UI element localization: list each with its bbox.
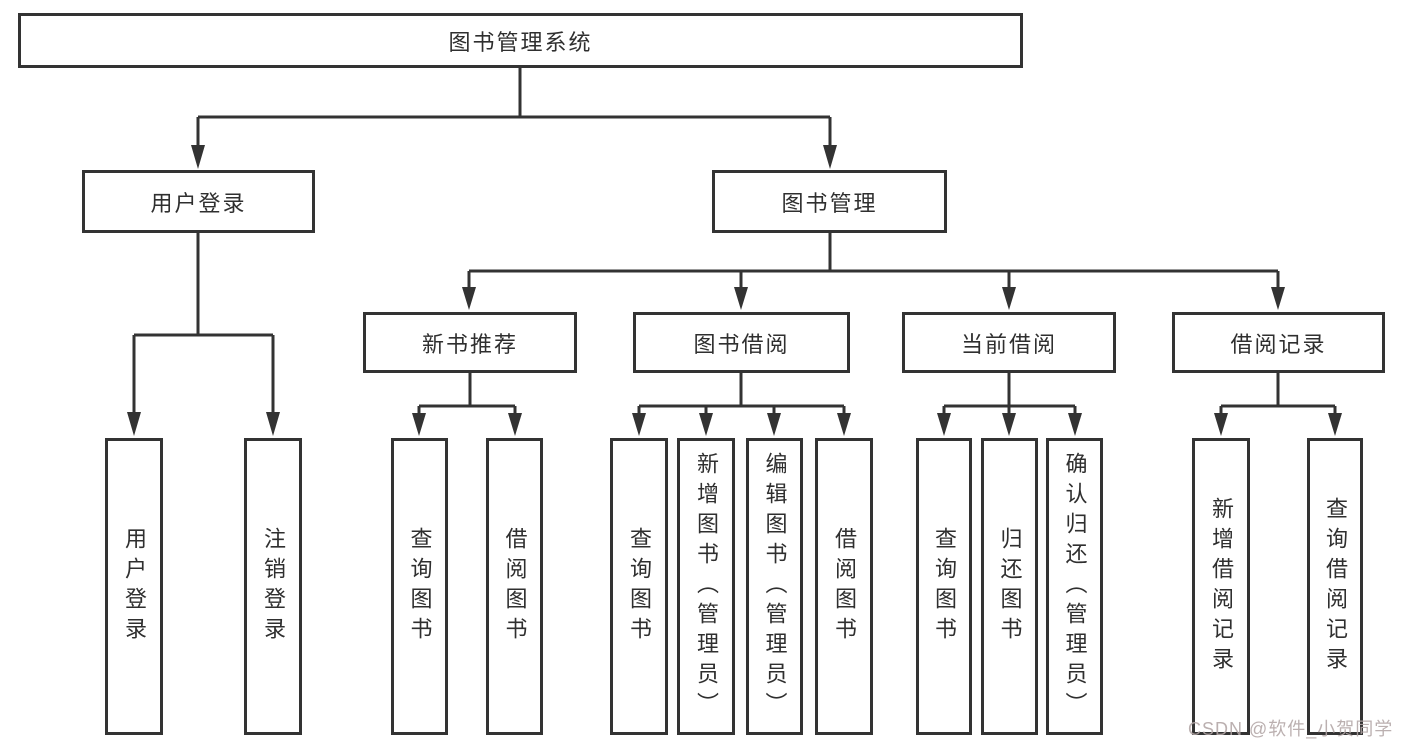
node-borrow-record: 借阅记录 <box>1172 312 1385 373</box>
node-cb-confirm-return: 确认归还（管理员） <box>1046 438 1103 735</box>
node-login: 用户登录 <box>105 438 163 735</box>
node-bb-add-book: 新增图书（管理员） <box>677 438 735 735</box>
node-cb-return-book-label: 归还图书 <box>997 526 1023 647</box>
node-new-book-recommend-label: 新书推荐 <box>421 331 518 357</box>
node-user-login-label: 用户登录 <box>150 190 247 216</box>
node-br-add-record-label: 新增借阅记录 <box>1209 496 1234 677</box>
node-book-borrow: 图书借阅 <box>633 312 850 373</box>
node-bb-borrow-book-label: 借阅图书 <box>832 526 857 647</box>
node-bb-query-book: 查询图书 <box>610 438 668 735</box>
node-bb-add-book-label: 新增图书（管理员） <box>694 451 719 722</box>
node-nbr-query-book: 查询图书 <box>391 438 448 735</box>
node-cb-return-book: 归还图书 <box>981 438 1038 735</box>
node-book-management: 图书管理 <box>712 170 947 233</box>
node-br-query-record-label: 查询借阅记录 <box>1323 496 1348 677</box>
node-logout-label: 注销登录 <box>261 526 286 647</box>
node-user-login: 用户登录 <box>82 170 315 233</box>
node-borrow-record-label: 借阅记录 <box>1230 331 1327 357</box>
node-bb-edit-book: 编辑图书（管理员） <box>746 438 803 735</box>
node-new-book-recommend: 新书推荐 <box>363 312 577 373</box>
node-bb-query-book-label: 查询图书 <box>627 526 652 647</box>
node-nbr-borrow-book-label: 借阅图书 <box>502 526 528 647</box>
csdn-watermark: CSDN @软件_小贺同学 <box>1188 719 1394 739</box>
node-current-borrow: 当前借阅 <box>902 312 1116 373</box>
node-book-borrow-label: 图书借阅 <box>693 331 790 357</box>
node-book-management-label: 图书管理 <box>781 190 878 216</box>
node-current-borrow-label: 当前借阅 <box>960 331 1057 357</box>
node-bb-borrow-book: 借阅图书 <box>815 438 873 735</box>
node-nbr-query-book-label: 查询图书 <box>407 526 433 647</box>
node-cb-confirm-return-label: 确认归还（管理员） <box>1062 451 1088 722</box>
node-bb-edit-book-label: 编辑图书（管理员） <box>762 451 788 722</box>
node-logout: 注销登录 <box>244 438 302 735</box>
node-br-add-record: 新增借阅记录 <box>1192 438 1250 735</box>
node-cb-query-book-label: 查询图书 <box>932 526 957 647</box>
node-nbr-borrow-book: 借阅图书 <box>486 438 543 735</box>
node-br-query-record: 查询借阅记录 <box>1307 438 1363 735</box>
node-cb-query-book: 查询图书 <box>916 438 972 735</box>
node-login-label: 用户登录 <box>122 526 147 647</box>
node-root: 图书管理系统 <box>18 13 1023 68</box>
node-root-label: 图书管理系统 <box>448 29 593 55</box>
